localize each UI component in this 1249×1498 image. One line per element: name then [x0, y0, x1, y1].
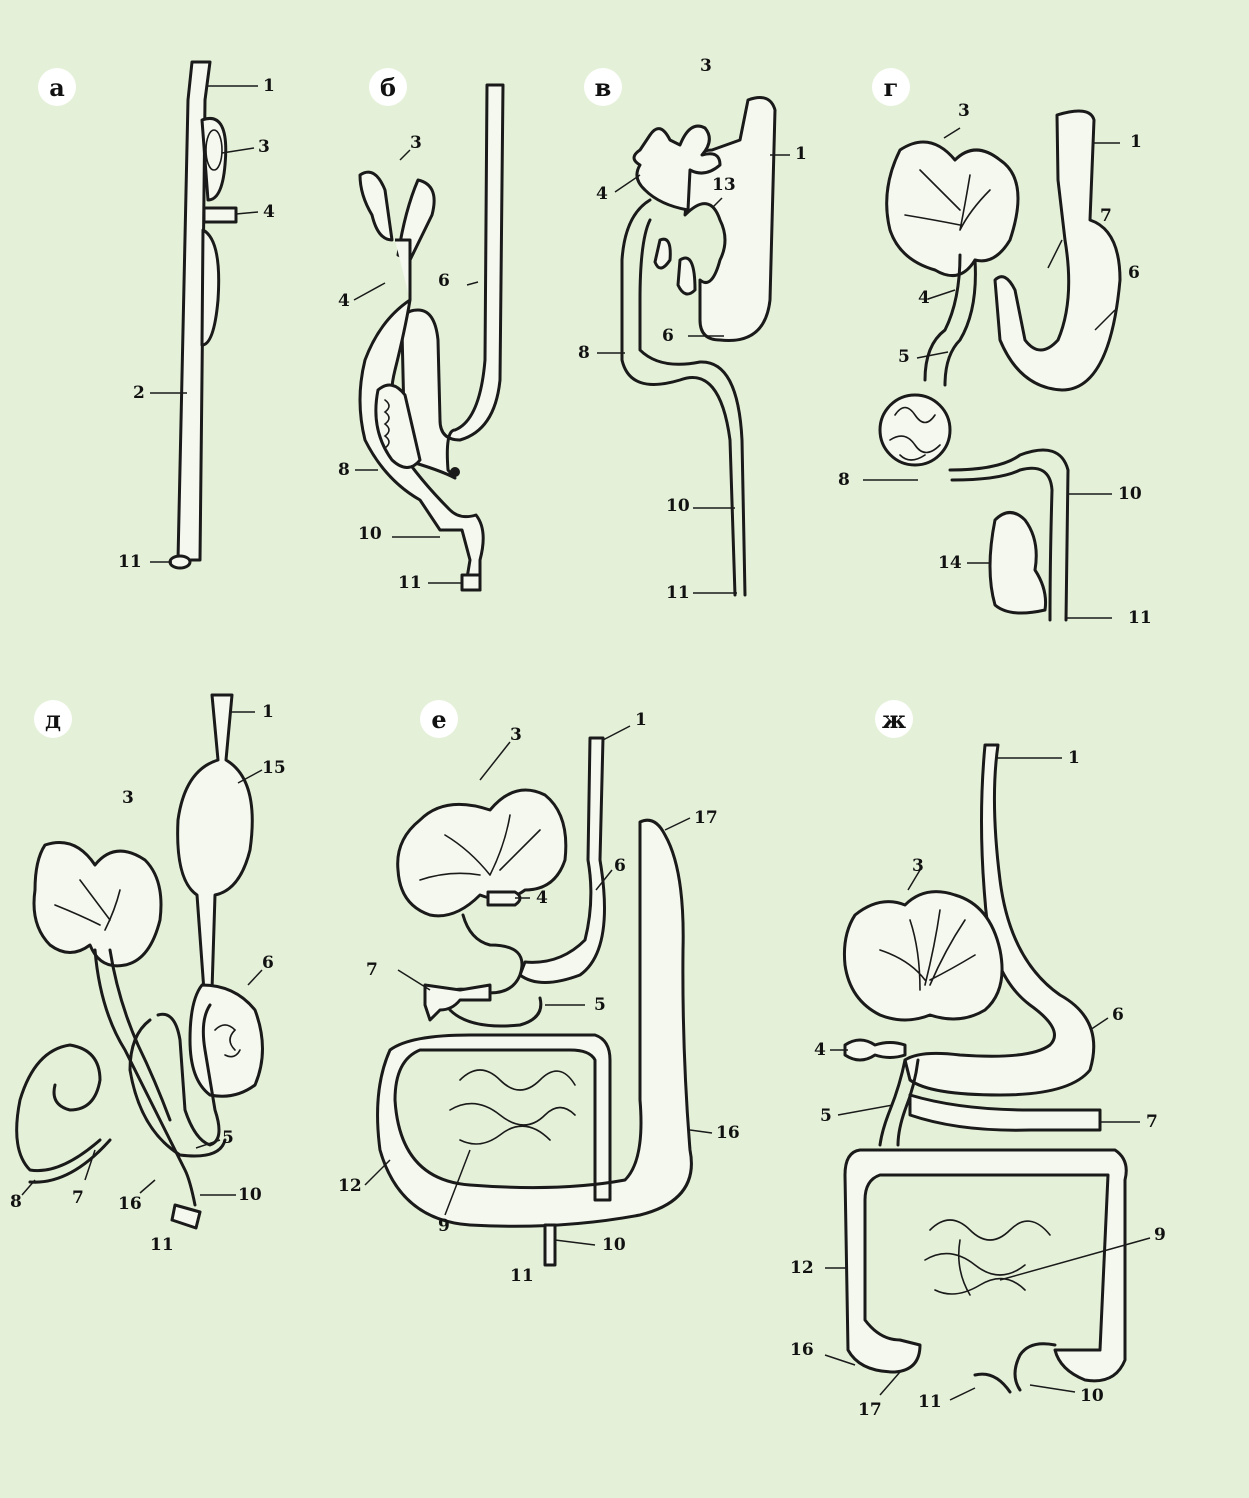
label-f-7: 7	[366, 962, 378, 979]
label-g-12: 12	[790, 1260, 814, 1277]
label-b-4: 4	[338, 293, 350, 310]
label-g-17: 17	[858, 1402, 882, 1419]
label-e-16: 16	[118, 1196, 142, 1213]
label-c-3: 3	[700, 58, 712, 75]
label-g-5: 5	[820, 1108, 832, 1125]
label-d-8: 8	[838, 472, 850, 489]
label-e-10: 10	[238, 1187, 262, 1204]
label-d-3: 3	[958, 103, 970, 120]
label-f-16: 16	[716, 1125, 740, 1142]
label-e-15: 15	[262, 760, 286, 777]
label-b-10: 10	[358, 526, 382, 543]
panel-letter-a: а	[38, 68, 76, 106]
label-d-1: 1	[1130, 134, 1142, 151]
label-f-1: 1	[635, 712, 647, 729]
label-f-9: 9	[438, 1218, 450, 1235]
label-g-7: 7	[1146, 1114, 1158, 1131]
label-d-10: 10	[1118, 486, 1142, 503]
label-a-4: 4	[263, 204, 275, 221]
label-e-3: 3	[122, 790, 134, 807]
label-e-6: 6	[262, 955, 274, 972]
label-a-1: 1	[263, 78, 275, 95]
panel-letter-b: б	[369, 68, 407, 106]
label-c-8: 8	[578, 345, 590, 362]
panel-letter-d: г	[872, 68, 910, 106]
label-g-4: 4	[814, 1042, 826, 1059]
label-f-6: 6	[614, 858, 626, 875]
label-g-16: 16	[790, 1342, 814, 1359]
label-g-1: 1	[1068, 750, 1080, 767]
label-g-6: 6	[1112, 1007, 1124, 1024]
label-e-1: 1	[262, 704, 274, 721]
label-g-3: 3	[912, 858, 924, 875]
label-f-3: 3	[510, 727, 522, 744]
label-f-4: 4	[536, 890, 548, 907]
label-d-7: 7	[1100, 208, 1112, 225]
label-d-5: 5	[898, 349, 910, 366]
label-g-9: 9	[1154, 1227, 1166, 1244]
label-f-11: 11	[510, 1268, 534, 1285]
label-b-3: 3	[410, 135, 422, 152]
label-e-5: 5	[222, 1130, 234, 1147]
panel-f-drawing	[365, 726, 712, 1265]
label-b-6: 6	[438, 273, 450, 290]
panel-b-drawing	[354, 85, 503, 590]
panel-a-drawing	[150, 62, 258, 568]
panel-g-drawing	[825, 745, 1150, 1400]
label-f-17: 17	[694, 810, 718, 827]
panel-letter-e: д	[34, 700, 72, 738]
panel-c-drawing	[597, 98, 790, 595]
panel-e-drawing	[17, 695, 263, 1228]
label-f-12: 12	[338, 1178, 362, 1195]
panel-letter-g: ж	[875, 700, 913, 738]
panel-letter-c: в	[584, 68, 622, 106]
label-c-6: 6	[662, 328, 674, 345]
label-c-11: 11	[666, 585, 690, 602]
label-d-14: 14	[938, 555, 962, 572]
label-d-6: 6	[1128, 265, 1140, 282]
label-e-8: 8	[10, 1194, 22, 1211]
label-c-1: 1	[795, 146, 807, 163]
panel-letter-f: е	[420, 700, 458, 738]
label-b-8: 8	[338, 462, 350, 479]
label-g-10: 10	[1080, 1388, 1104, 1405]
label-f-10: 10	[602, 1237, 626, 1254]
label-c-4: 4	[596, 186, 608, 203]
label-c-13: 13	[712, 177, 736, 194]
label-d-11: 11	[1128, 610, 1152, 627]
label-a-2: 2	[133, 385, 145, 402]
label-f-5: 5	[594, 997, 606, 1014]
label-c-10: 10	[666, 498, 690, 515]
label-e-11: 11	[150, 1237, 174, 1254]
label-g-11: 11	[918, 1394, 942, 1411]
label-e-7: 7	[72, 1190, 84, 1207]
label-d-4: 4	[918, 290, 930, 307]
label-a-3: 3	[258, 139, 270, 156]
label-b-11: 11	[398, 575, 422, 592]
label-a-11: 11	[118, 554, 142, 571]
